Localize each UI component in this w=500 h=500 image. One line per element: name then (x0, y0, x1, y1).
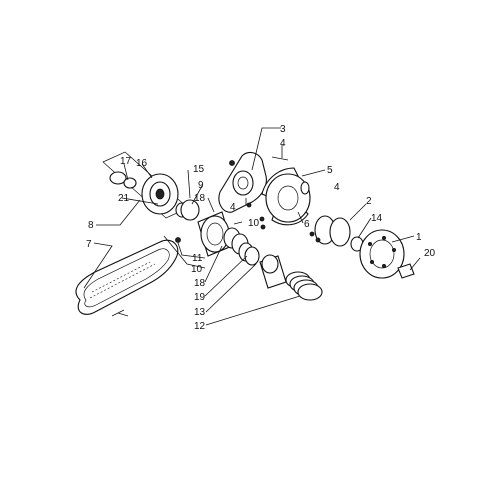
callout-7: 7 (86, 239, 92, 250)
callout-16: 16 (136, 158, 148, 169)
callout-18-lower: 18 (194, 278, 206, 289)
callout-10-upper: 10 (248, 218, 260, 229)
clutch-backplate (218, 151, 289, 213)
leader-lines (83, 127, 421, 326)
callout-15: 15 (193, 164, 205, 175)
clutch-bell (309, 215, 415, 279)
callout-21: 21 (118, 193, 130, 204)
callout-4-right: 4 (334, 182, 340, 193)
spring-and-sleeve (238, 242, 323, 301)
callout-19: 19 (194, 292, 206, 303)
callout-12: 12 (194, 321, 206, 332)
callout-5: 5 (327, 165, 333, 176)
drive-belt (75, 239, 179, 317)
clutch-shoes (259, 167, 311, 230)
callout-8: 8 (88, 220, 94, 231)
callout-17: 17 (120, 156, 132, 167)
callout-6: 6 (304, 219, 310, 230)
callout-9: 9 (198, 180, 204, 191)
callout-4-mid: 4 (230, 202, 236, 213)
callout-numbers: 1 2 3 4 4 4 5 6 7 8 9 10 10 11 12 13 14 … (86, 124, 436, 332)
callout-4-top: 4 (280, 138, 286, 149)
callout-1: 1 (416, 232, 422, 243)
callout-2: 2 (366, 196, 372, 207)
callout-14: 14 (371, 213, 383, 224)
callout-3: 3 (280, 124, 286, 135)
callout-20: 20 (424, 248, 436, 259)
callout-13: 13 (194, 307, 206, 318)
callout-10-lower: 10 (191, 264, 203, 275)
callout-11: 11 (192, 253, 203, 264)
callout-18-upper: 18 (194, 193, 206, 204)
